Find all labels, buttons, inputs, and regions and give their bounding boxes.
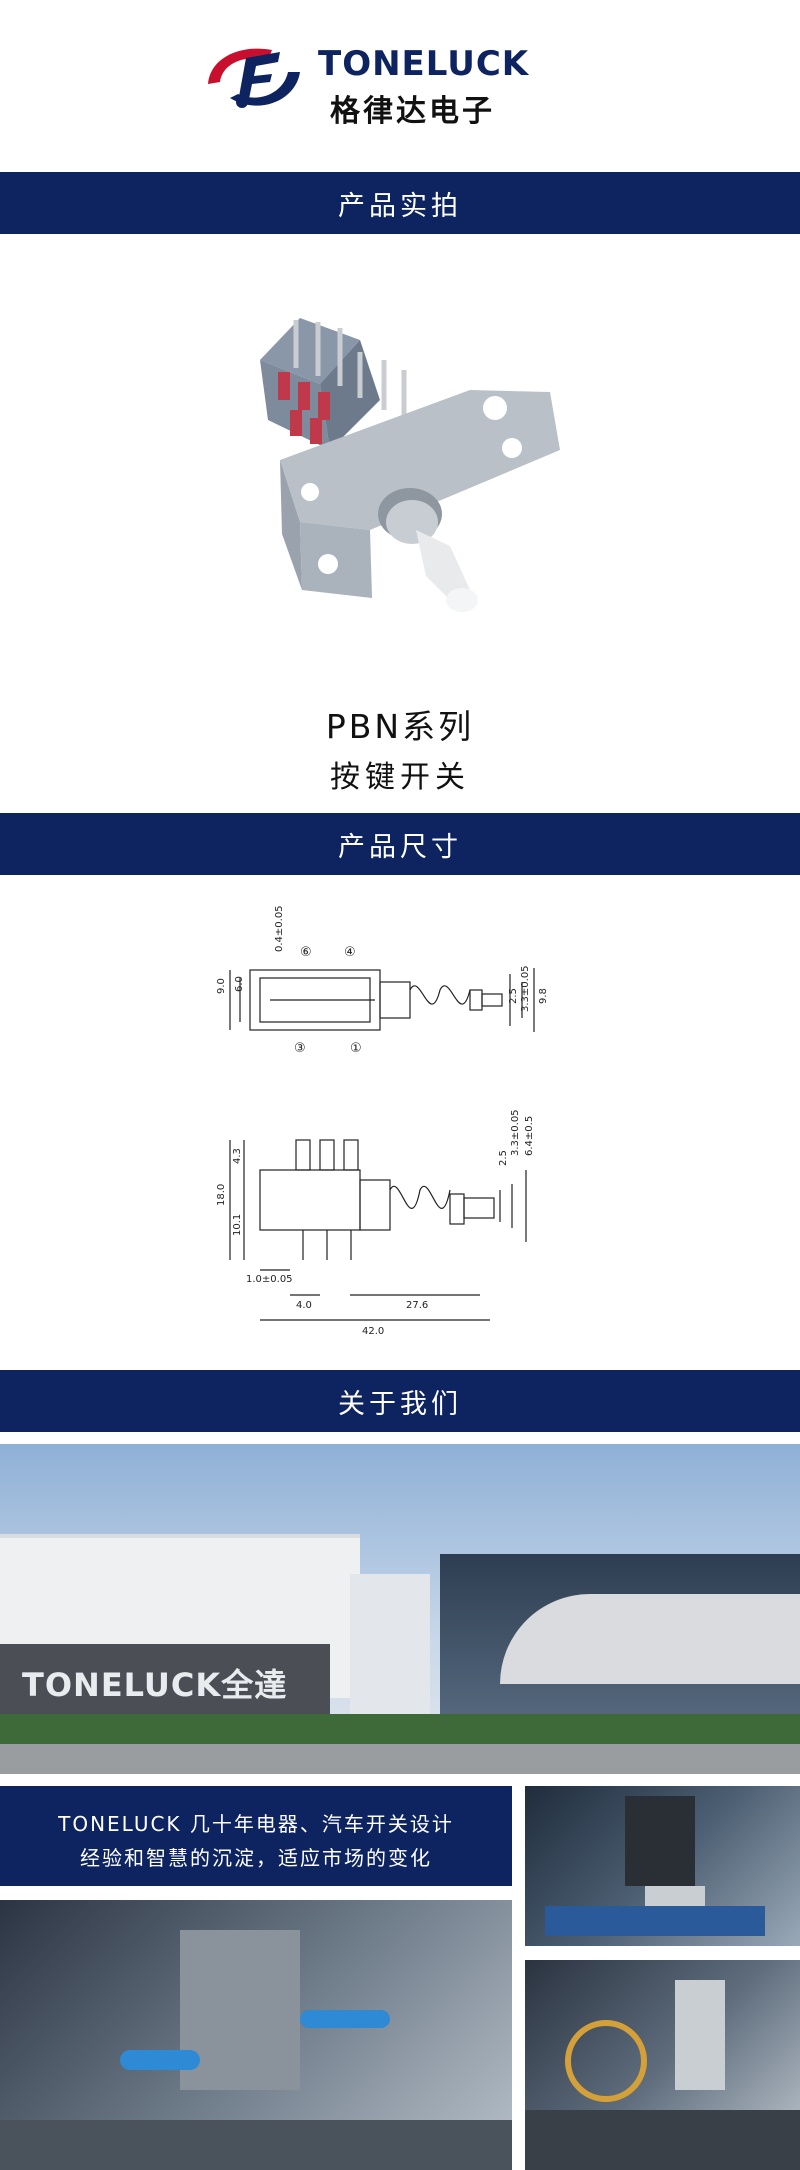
about-text-line-2: 经验和智慧的沉淀，适应市场的变化 bbox=[80, 1846, 432, 1870]
section-title-about: 关于我们 bbox=[338, 1388, 462, 1420]
dim-label: 42.0 bbox=[362, 1326, 384, 1337]
dim-label: 9.8 bbox=[538, 988, 549, 1004]
dimension-drawing-side-view: 18.0 4.3 10.1 2.5 3.3±0.05 6.4±0.5 1.0±0… bbox=[216, 1110, 535, 1337]
dim-label: 3.3±0.05 bbox=[520, 965, 531, 1012]
brand-name-cn: 格律达电子 bbox=[330, 94, 495, 129]
section-header-photo: 产品实拍 bbox=[0, 172, 800, 234]
brand-name-en: TONELUCK bbox=[318, 44, 530, 84]
dim-label: 1.0±0.05 bbox=[246, 1274, 293, 1285]
dim-label: 2.5 bbox=[508, 988, 519, 1004]
machinery-photo-bottom-right bbox=[525, 1960, 800, 2170]
dim-label: 2.5 bbox=[498, 1150, 509, 1166]
about-text-line-1: TONELUCK 几十年电器、汽车开关设计 bbox=[58, 1812, 454, 1836]
building-sign-text: TONELUCK全達 bbox=[22, 1666, 288, 1704]
section-title-photo: 产品实拍 bbox=[338, 190, 462, 222]
about-text-box: TONELUCK 几十年电器、汽车开关设计 经验和智慧的沉淀，适应市场的变化 bbox=[0, 1786, 512, 1886]
machinery-photo-top-right bbox=[525, 1786, 800, 1946]
dimension-drawing-top-view: 9.0 6.0 0.4±0.05 2.5 3.3±0.05 9.8 ⑥ ④ ③ … bbox=[216, 905, 549, 1056]
machinery-photo-bottom-left bbox=[0, 1900, 512, 2170]
dim-label: 4.0 bbox=[296, 1300, 312, 1311]
dim-label: 6.4±0.5 bbox=[524, 1116, 535, 1156]
factory-building-photo: TONELUCK全達 bbox=[0, 1444, 800, 1774]
pin-label: ④ bbox=[344, 945, 356, 960]
pin-label: ③ bbox=[294, 1041, 306, 1056]
pin-label: ① bbox=[350, 1041, 362, 1056]
brand-logo: TONELUCK 格律达电子 bbox=[200, 38, 620, 129]
dim-label: 4.3 bbox=[232, 1148, 243, 1164]
logo-mark-icon bbox=[208, 48, 300, 108]
dim-label: 0.4±0.05 bbox=[274, 905, 285, 952]
dim-label: 27.6 bbox=[406, 1300, 428, 1311]
section-header-about: 关于我们 bbox=[0, 1370, 800, 1432]
dim-label: 18.0 bbox=[216, 1184, 227, 1206]
pin-label: ⑥ bbox=[300, 945, 312, 960]
product-series-title: PBN系列 bbox=[325, 707, 475, 746]
product-name: 按键开关 bbox=[330, 760, 470, 795]
dim-label: 3.3±0.05 bbox=[510, 1110, 521, 1156]
section-title-size: 产品尺寸 bbox=[338, 831, 462, 863]
dim-label: 6.0 bbox=[234, 976, 245, 992]
dim-label: 10.1 bbox=[232, 1214, 243, 1236]
section-header-size: 产品尺寸 bbox=[0, 813, 800, 875]
product-photo-switch bbox=[260, 318, 560, 612]
dim-label: 9.0 bbox=[216, 978, 227, 994]
